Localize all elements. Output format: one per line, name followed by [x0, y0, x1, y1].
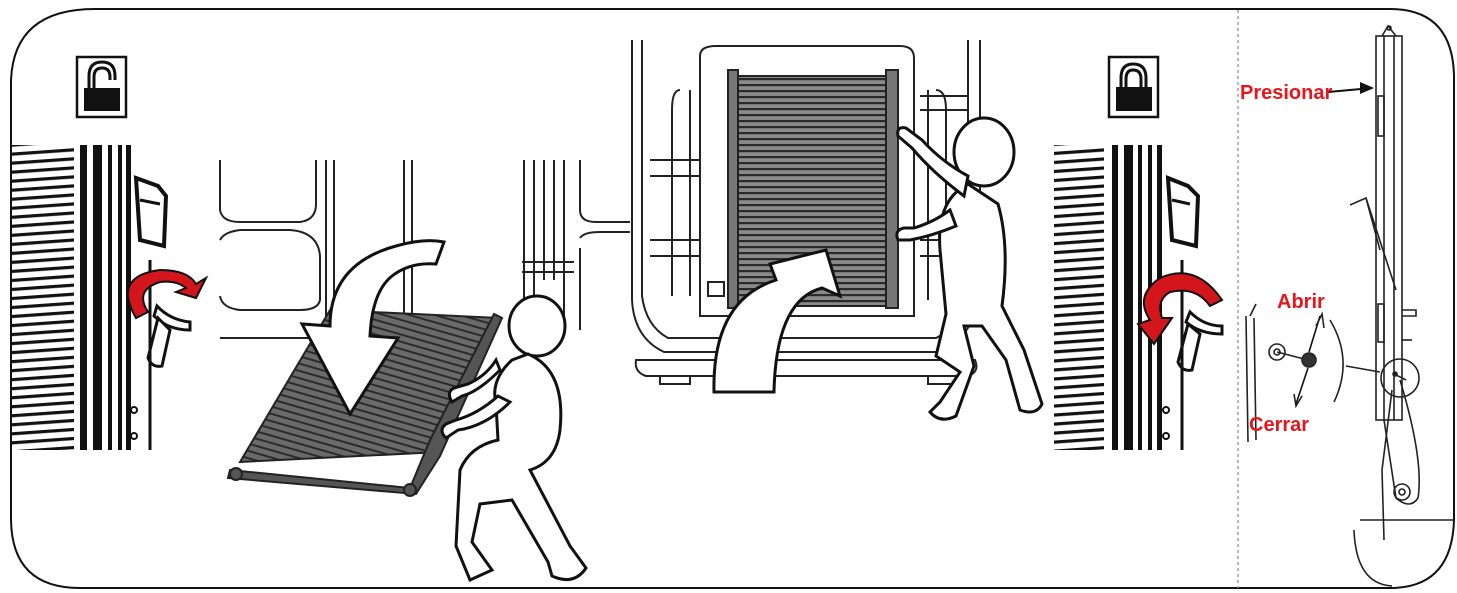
van-interior-sketch — [219, 160, 630, 339]
press-label: Presionar — [1240, 82, 1333, 104]
padlock-closed-icon — [1107, 55, 1160, 119]
person-pulling — [440, 294, 588, 583]
lock-handle-illustration — [1054, 145, 1224, 450]
close-label: Cerrar — [1249, 414, 1310, 436]
latch-side-view — [1245, 24, 1454, 587]
curved-arrow-icon — [1136, 272, 1224, 346]
ramp-lowering — [226, 308, 504, 497]
unlock-handle-illustration — [12, 145, 192, 450]
curved-arrow-icon — [127, 268, 209, 320]
curved-arrow-icon — [299, 239, 447, 417]
outer-frame — [10, 8, 1455, 589]
person-pushing — [895, 116, 1044, 421]
curved-arrow-icon — [712, 248, 843, 394]
padlock-open-icon — [75, 55, 128, 119]
press-pointer-arrow — [1327, 82, 1374, 94]
open-label: Abrir — [1277, 291, 1325, 313]
